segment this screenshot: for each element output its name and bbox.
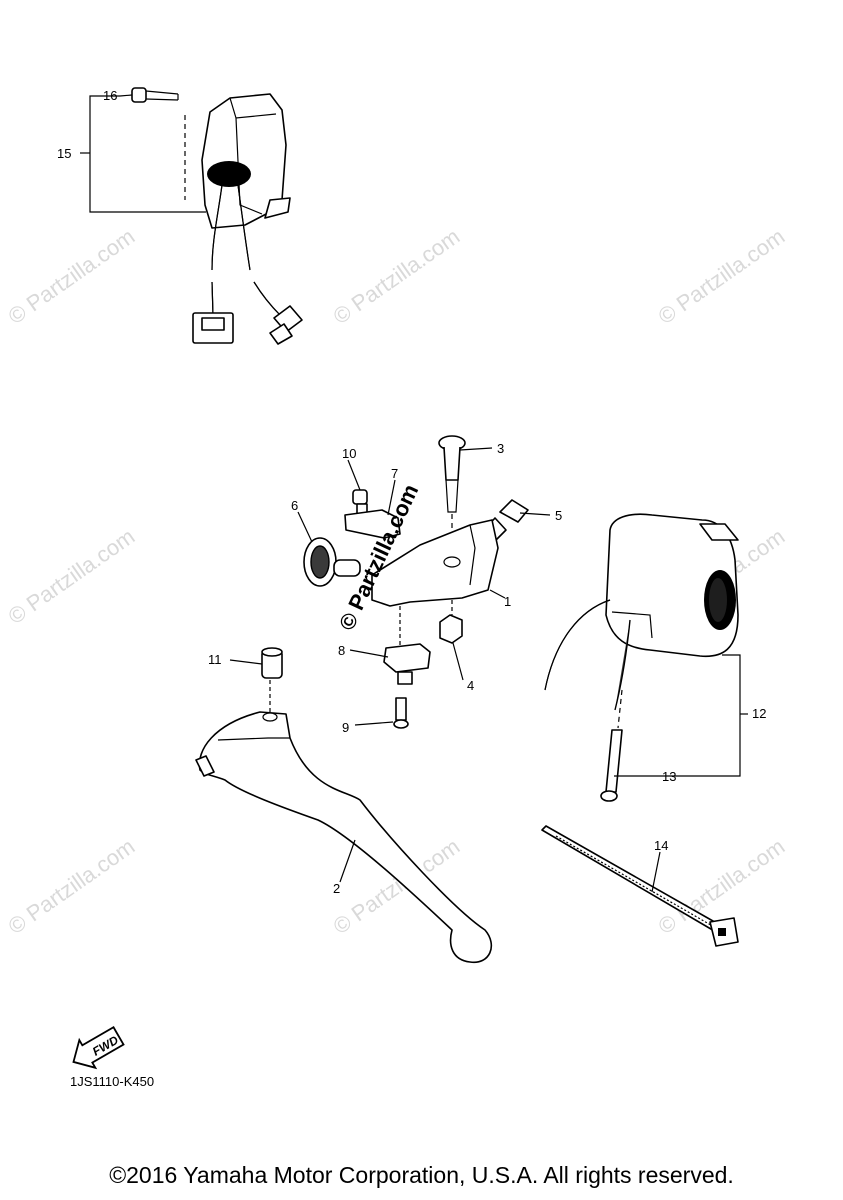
switch-assembly-12	[544, 513, 748, 802]
callout-12: 12	[752, 706, 766, 721]
callout-14: 14	[654, 838, 668, 853]
cable-tie-14	[541, 825, 739, 947]
callout-10: 10	[342, 446, 356, 461]
callout-11: 11	[208, 652, 222, 667]
copyright-notice: ©2016 Yamaha Motor Corporation, U.S.A. A…	[109, 1162, 734, 1188]
callout-6: 6	[291, 498, 298, 513]
callout-9: 9	[342, 720, 349, 735]
callout-7: 7	[391, 466, 398, 481]
fwd-arrow-icon: FWD	[72, 1026, 125, 1070]
callout-labels: 1 2 3 4 5 6 7 8 9 10 11 12 13 14 15 16	[57, 88, 766, 896]
leader-lines	[119, 94, 661, 893]
callout-4: 4	[467, 678, 474, 693]
callout-5: 5	[555, 508, 562, 523]
watermark: © Partzilla.com	[4, 224, 140, 330]
watermark: © Partzilla.com	[329, 224, 465, 330]
callout-16: 16	[103, 88, 117, 103]
watermark: © Partzilla.com	[4, 834, 140, 940]
callout-13: 13	[662, 769, 676, 784]
callout-8: 8	[338, 643, 345, 658]
switch-assembly-15	[80, 87, 303, 345]
lever-assembly	[195, 435, 529, 963]
callout-1: 1	[504, 594, 511, 609]
callout-15: 15	[57, 146, 71, 161]
watermark: © Partzilla.com	[654, 224, 790, 330]
watermark: © Partzilla.com	[4, 524, 140, 630]
callout-3: 3	[497, 441, 504, 456]
callout-2: 2	[333, 881, 340, 896]
part-code: 1JS1110-K450	[70, 1074, 155, 1089]
